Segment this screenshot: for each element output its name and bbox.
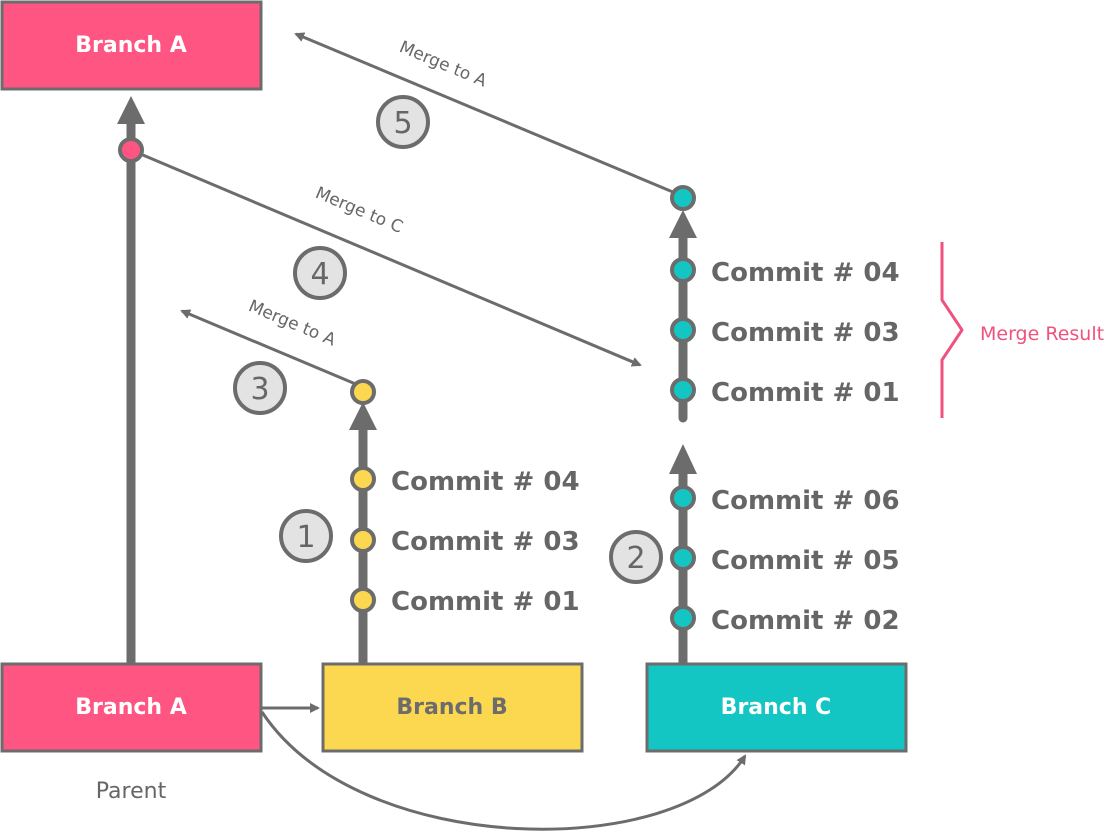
branch-c-merged-commit-node: [670, 257, 696, 283]
branch-b-label: Branch B: [396, 695, 507, 720]
branch-c-box: Branch C: [645, 662, 908, 753]
step-3-badge: 3: [233, 361, 287, 415]
branch-c-commit-label: Commit # 06: [711, 486, 900, 516]
branch-b-commit-label: Commit # 03: [391, 527, 580, 557]
branch-c-merged-commit-label: Commit # 04: [711, 258, 900, 288]
branch-b-box: Branch B: [321, 662, 584, 753]
step-3-number: 3: [250, 372, 269, 407]
step-1-badge: 1: [279, 509, 333, 563]
arrow-a-to-c: [260, 711, 747, 831]
merge-arrow-b-to-a: [180, 309, 359, 387]
branch-c-merged-commit-node: [670, 317, 696, 343]
step-2-badge: 2: [609, 530, 663, 584]
branch-c-merged-commit-label: Commit # 03: [711, 318, 900, 348]
branch-b-head-node: [350, 379, 376, 405]
branch-a-trunk: [117, 96, 145, 665]
step-1-number: 1: [296, 520, 315, 555]
branch-c-commit-label: Commit # 02: [711, 606, 900, 636]
branch-c-head-node: [670, 185, 696, 211]
branch-c-merged-commit-label: Commit # 01: [711, 378, 900, 408]
branch-a-bottom-box: Branch A: [0, 662, 263, 753]
parent-caption: Parent: [96, 779, 167, 804]
branch-c-commit-node: [670, 485, 696, 511]
branch-c-commit-node: [670, 545, 696, 571]
step-4-badge: 4: [293, 246, 347, 300]
branch-c-commit-node: [670, 605, 696, 631]
branch-b-commit-node: [350, 527, 376, 553]
step-5-badge: 5: [376, 95, 430, 149]
branch-c-label: Branch C: [721, 695, 832, 720]
branch-a-merge-node: [118, 137, 144, 163]
branch-b-commit-node: [350, 587, 376, 613]
branch-c-commit-label: Commit # 05: [711, 546, 900, 576]
branch-a-top-label: Branch A: [75, 33, 187, 58]
branch-b-commit-node: [350, 466, 376, 492]
step-2-number: 2: [626, 541, 645, 576]
branch-a-bottom-label: Branch A: [75, 695, 187, 720]
branch-a-top-box: Branch A: [0, 0, 263, 91]
branch-b-commit-label: Commit # 01: [391, 587, 580, 617]
branch-b-commit-label: Commit # 04: [391, 467, 580, 497]
merge-arrow-a-to-c: [130, 148, 642, 367]
merge-label-to-c: Merge to C: [312, 183, 405, 238]
merge-arrow-c-to-a: [294, 32, 681, 197]
merge-result-bracket: Merge Result: [940, 242, 1104, 418]
branch-c-merged-commit-node: [670, 377, 696, 403]
step-4-number: 4: [310, 257, 329, 292]
step-5-number: 5: [393, 106, 412, 141]
merge-result-label: Merge Result: [980, 323, 1104, 345]
